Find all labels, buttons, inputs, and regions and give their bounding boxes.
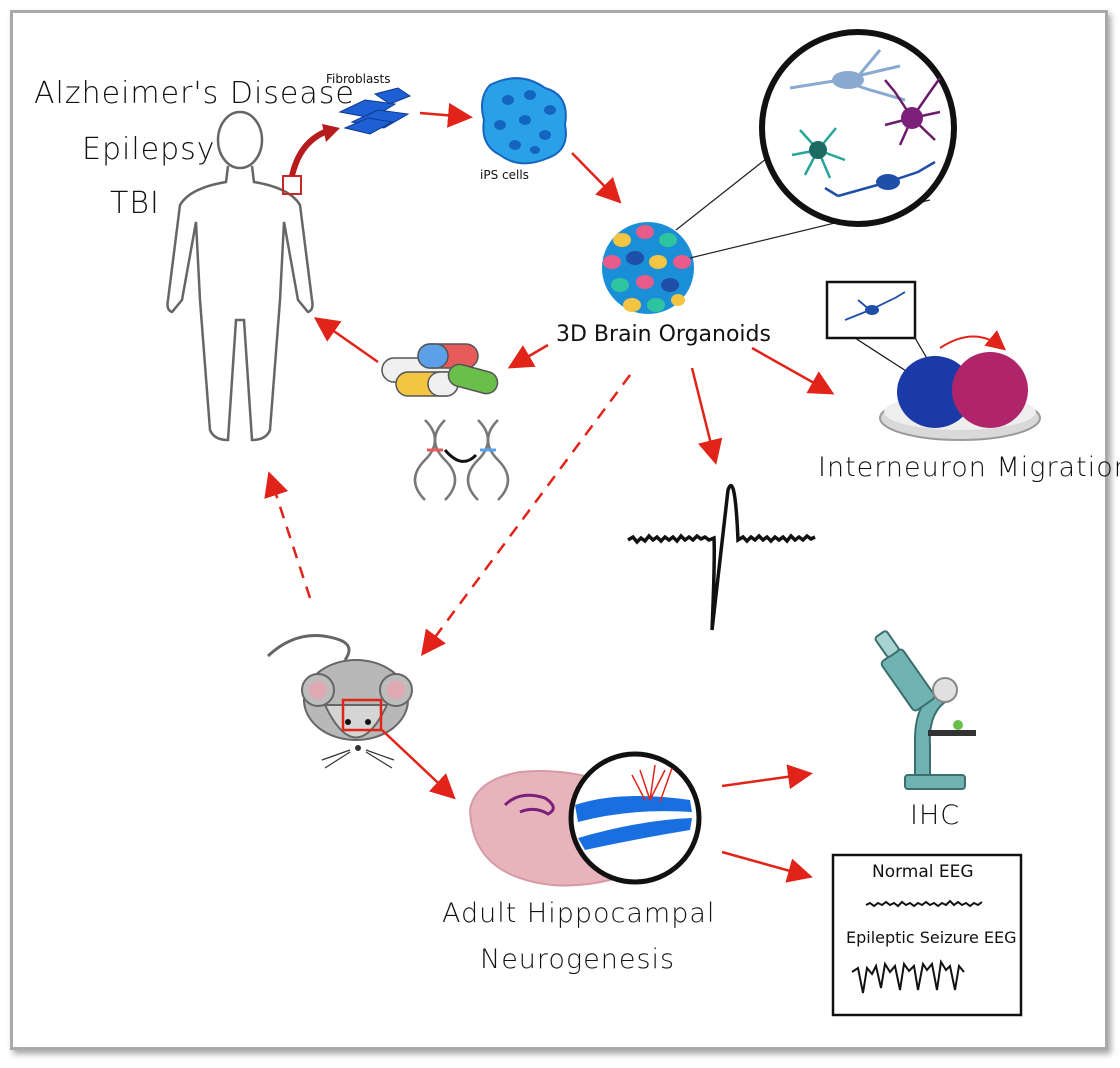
neuron-types-zoom xyxy=(759,29,957,227)
hippocampus-zoom xyxy=(568,751,702,885)
fibroblasts-icon xyxy=(338,87,412,135)
human-body-icon xyxy=(166,110,314,442)
microscope-icon xyxy=(874,630,976,790)
ips-cells-icon xyxy=(481,77,567,165)
neurogenesis-label-line2: Neurogenesis xyxy=(480,944,676,975)
migration-label: Interneuron Migration xyxy=(818,452,1120,483)
organoids-label: 3D Brain Organoids xyxy=(556,322,771,347)
flow-arrows xyxy=(313,102,835,883)
biopsy-arrowhead xyxy=(322,124,340,142)
normal-eeg-label: Normal EEG xyxy=(872,862,974,882)
neurogenesis-label-line1: Adult Hippocampal xyxy=(442,898,716,929)
fibroblasts-label: Fibroblasts xyxy=(326,72,391,86)
normal-eeg-trace xyxy=(865,899,983,908)
condition-tbi: TBI xyxy=(110,186,160,221)
ihc-label: IHC xyxy=(910,800,961,831)
condition-alzheimers: Alzheimer's Disease xyxy=(34,76,355,111)
biopsy-arrow xyxy=(289,127,332,177)
condition-epilepsy: Epilepsy xyxy=(82,132,216,167)
ips-cells-label: iPS cells xyxy=(480,168,529,182)
brain-organoid-icon xyxy=(602,222,694,314)
interneuron-migration-icon xyxy=(825,280,1041,441)
seizure-eeg-label: Epileptic Seizure EEG xyxy=(846,928,1017,947)
pills-icon xyxy=(381,343,499,397)
dna-editing-icon xyxy=(413,419,510,501)
electrophysiology-spike-trace xyxy=(627,483,816,631)
seizure-eeg-trace xyxy=(851,959,965,994)
mouse-icon xyxy=(266,634,413,769)
dashed-arrows xyxy=(264,374,632,657)
